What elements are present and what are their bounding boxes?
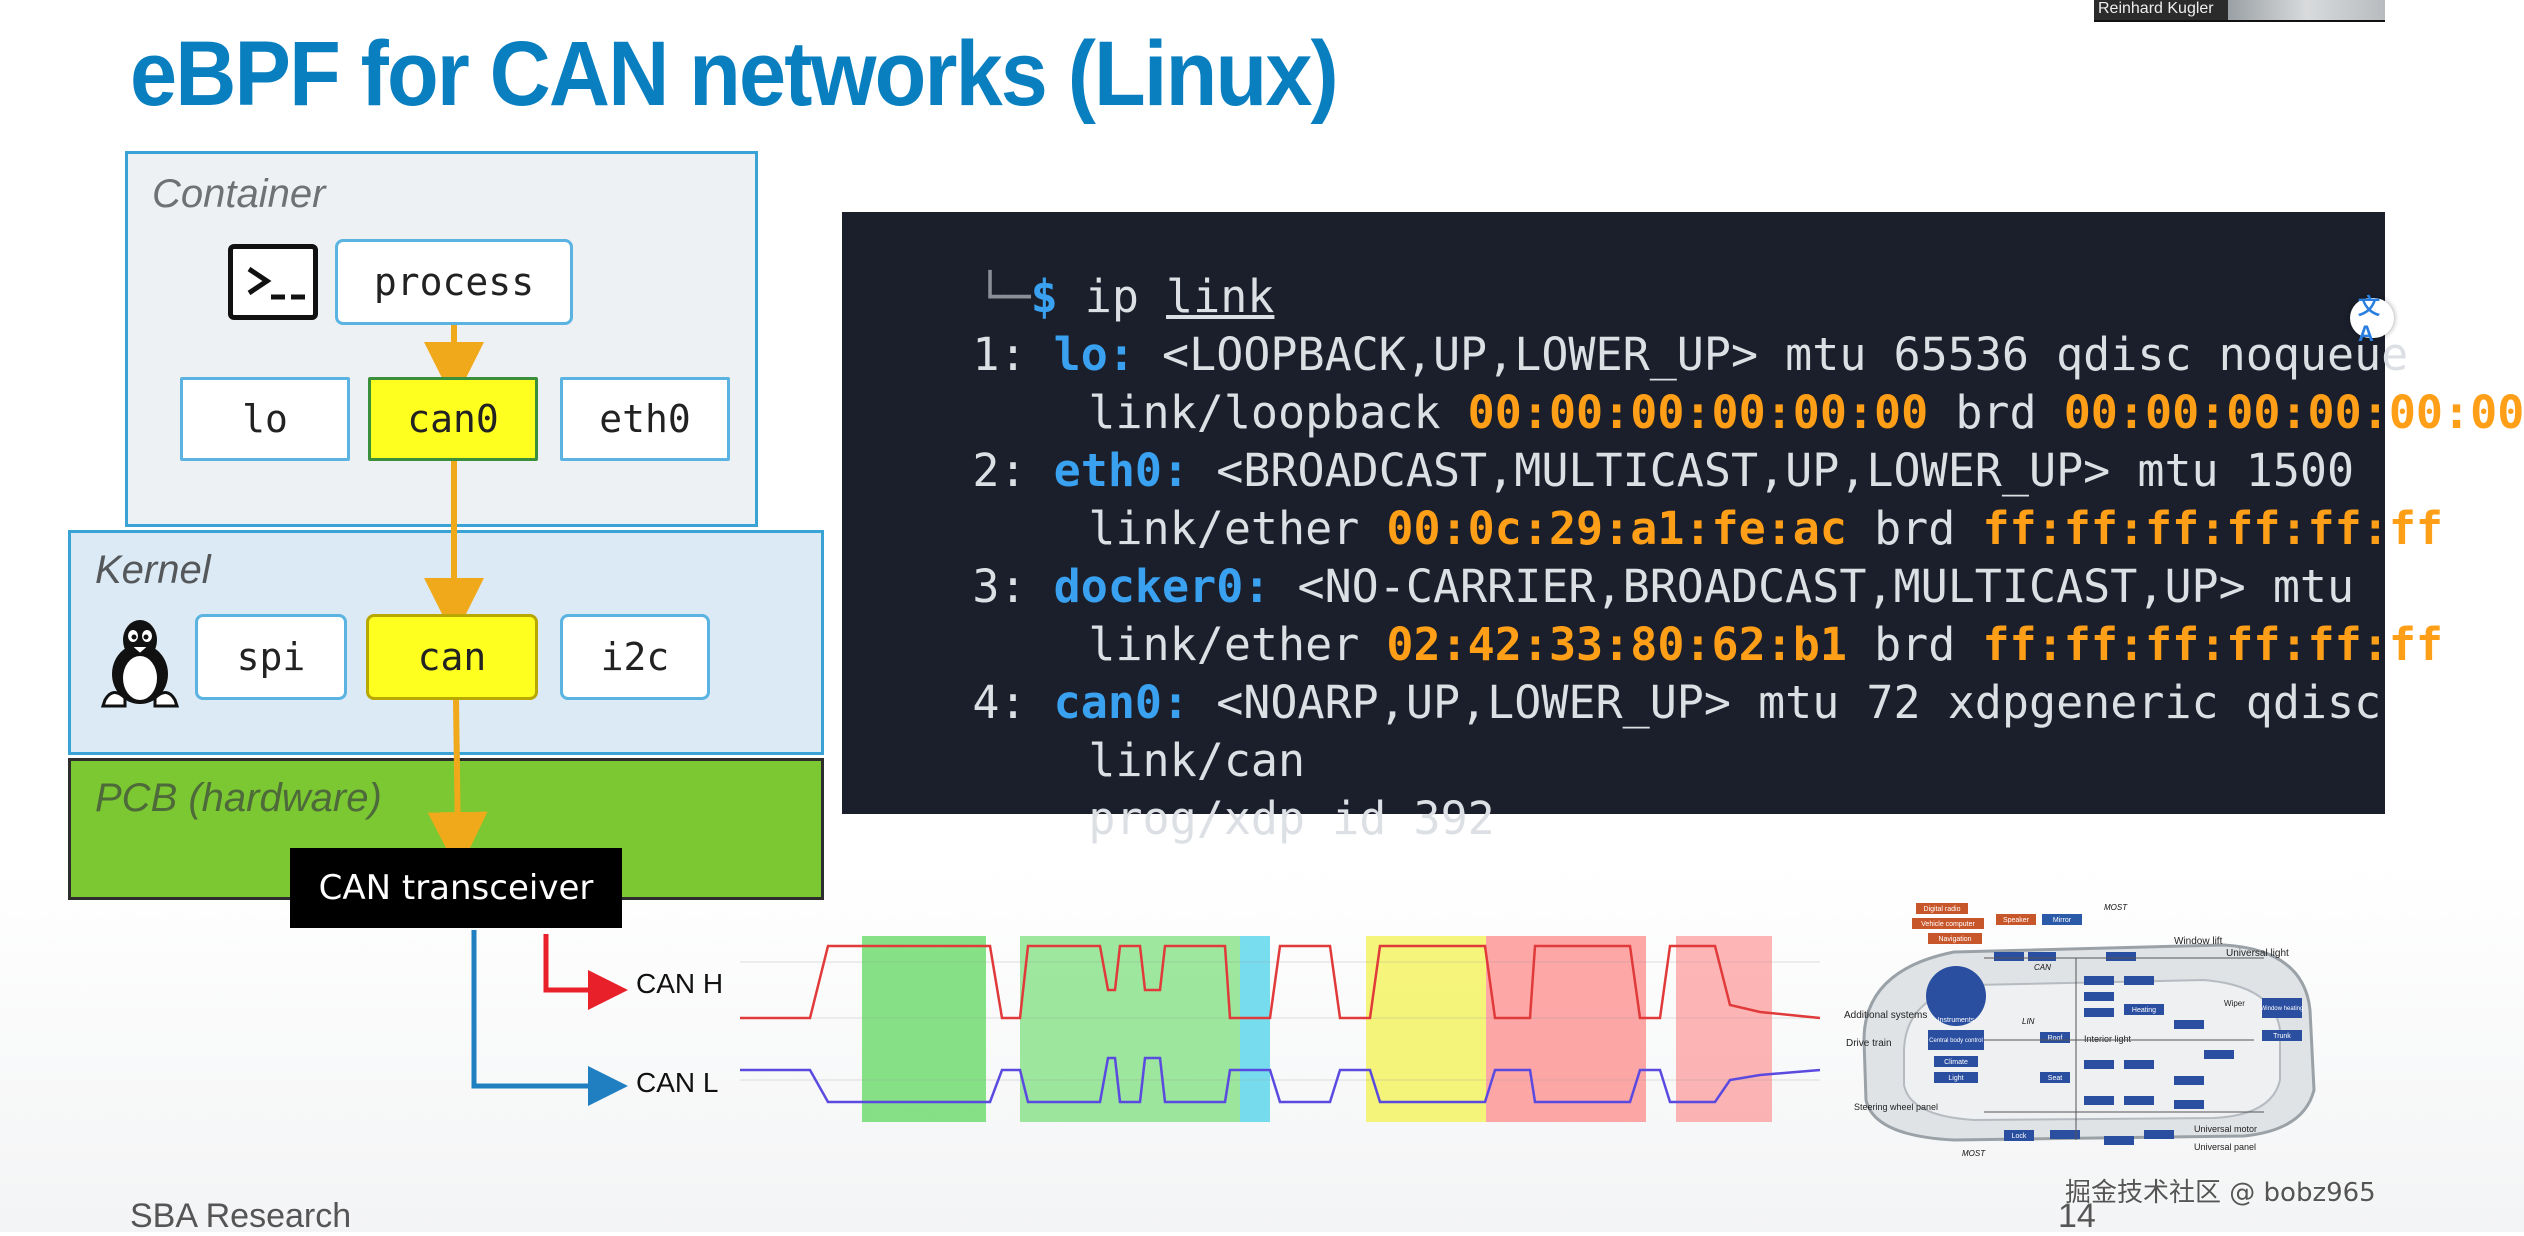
car-label-lock: Lock <box>2012 1133 2027 1140</box>
container-layer <box>125 151 758 527</box>
terminal-output: └─$ ip link 1: lo: <LOOPBACK,UP,LOWER_UP… <box>842 212 2524 845</box>
entry-index: 2: <box>972 444 1027 497</box>
eth0-interface-node: eth0 <box>560 377 730 461</box>
iface-name: eth0: <box>1053 444 1190 497</box>
kernel-label: Kernel <box>95 548 211 592</box>
car-label-trunk: Trunk <box>2273 1033 2291 1040</box>
container-label: Container <box>152 172 326 216</box>
can-l-label: CAN L <box>636 1067 719 1098</box>
car-label-drive-train: Drive train <box>1846 1038 1892 1049</box>
slide-title: eBPF for CAN networks (Linux) <box>130 23 1339 125</box>
terminal-icon <box>228 244 318 320</box>
car-network-diagram: Digital radio Vehicle computer Navigatio… <box>1844 903 2316 1158</box>
car-label-navigation: Navigation <box>1938 936 1971 943</box>
car-label-window-lift: Window lift <box>2174 936 2223 947</box>
can-bus-wires <box>471 930 628 1106</box>
terminal-entry-2-link: link/ether 00:0c:29:a1:fe:ac brd ff:ff:f… <box>980 448 2443 610</box>
car-label-interior-light: Interior light <box>2084 1034 2132 1044</box>
terminal-entry-4-prog: prog/xdp id 392 <box>980 738 1495 900</box>
terminal-entry-1: 1: lo: <LOOPBACK,UP,LOWER_UP> mtu 65536 … <box>864 274 2408 436</box>
terminal-entry-1-link: link/loopback 00:00:00:00:00:00 brd 00:0… <box>980 332 2524 494</box>
link-addr: 00:0c:29:a1:fe:ac <box>1386 502 1847 555</box>
brd-addr: 00:00:00:00:00:00 <box>2063 386 2524 439</box>
car-label-seat: Seat <box>2048 1075 2062 1082</box>
car-label-roof: Roof <box>2048 1035 2063 1042</box>
iface-flags: <BROADCAST,MULTICAST,UP,LOWER_UP> mtu 15… <box>1216 444 2355 497</box>
linux-tux-icon <box>100 620 180 708</box>
lo-interface-node: lo <box>180 377 350 461</box>
car-label-wiper: Wiper <box>2224 999 2245 1008</box>
can-transceiver: CAN transceiver <box>290 848 622 928</box>
command-arg: link <box>1166 270 1275 323</box>
entry-index: 1: <box>972 328 1027 381</box>
brd-addr: ff:ff:ff:ff:ff:ff <box>1982 618 2444 671</box>
translate-icon[interactable]: 文A <box>2350 294 2394 346</box>
car-label-speaker: Speaker <box>2003 917 2030 924</box>
command-name: ip <box>1084 270 1139 323</box>
iface-name: can0: <box>1053 676 1190 729</box>
car-label-lin: LIN <box>2022 1017 2035 1026</box>
car-label-window-heating: Window heating <box>2261 1006 2304 1012</box>
terminal-prompt-line: └─$ ip link <box>976 270 1275 323</box>
entry-index: 3: <box>972 560 1027 613</box>
link-type: link/ether <box>1088 618 1360 671</box>
link-addr: 02:42:33:80:62:b1 <box>1386 618 1847 671</box>
process-node: process <box>335 239 573 325</box>
car-label-most-top: MOST <box>2104 903 2128 912</box>
speaker-video-feed <box>2228 0 2385 20</box>
spi-node: spi <box>195 614 347 700</box>
iface-name: lo: <box>1053 328 1135 381</box>
terminal-entry-2: 2: eth0: <BROADCAST,MULTICAST,UP,LOWER_U… <box>864 390 2354 552</box>
car-label-climate: Climate <box>1944 1059 1968 1066</box>
car-label-instruments: Instruments <box>1938 1017 1975 1024</box>
car-label-universal-light: Universal light <box>2226 948 2289 959</box>
prompt-symbol: $ <box>1030 270 1058 323</box>
can-h-label: CAN H <box>636 968 724 999</box>
can0-interface-node: can0 <box>368 377 538 461</box>
terminal-entry-3: 3: docker0: <NO-CARRIER,BROADCAST,MULTIC… <box>864 506 2354 668</box>
terminal-entry-4-link: link/can <box>980 680 1305 842</box>
terminal-entry-3-link: link/ether 02:42:33:80:62:b1 brd ff:ff:f… <box>980 564 2443 726</box>
link-type: link/ether <box>1088 502 1360 555</box>
car-label-universal-motor: Universal motor <box>2194 1124 2257 1134</box>
link-addr: 00:00:00:00:00:00 <box>1467 386 1929 439</box>
brd-label: brd <box>1955 386 2037 439</box>
brd-label: brd <box>1874 502 1956 555</box>
car-label-central-body-control: Central body control <box>1929 1038 1983 1044</box>
can-bus-waveform <box>740 936 1821 1122</box>
car-label-digital-radio: Digital radio <box>1924 906 1961 913</box>
pcb-label: PCB (hardware) <box>95 776 382 820</box>
car-label-vehicle-computer: Vehicle computer <box>1921 921 1975 928</box>
car-label-can: CAN <box>2034 963 2051 972</box>
car-label-additional-systems: Additional systems <box>1844 1010 1927 1021</box>
car-label-mirror: Mirror <box>2053 917 2072 924</box>
iface-flags: <LOOPBACK,UP,LOWER_UP> mtu 65536 qdisc n… <box>1162 328 2409 381</box>
car-label-steering-wheel-panel: Steering wheel panel <box>1854 1102 1938 1112</box>
car-label-heating: Heating <box>2132 1007 2156 1014</box>
speaker-name: Reinhard Kugler <box>2098 0 2214 17</box>
link-type: link/loopback <box>1088 386 1441 439</box>
can-kernel-node: can <box>366 614 538 700</box>
iface-flags: <NO-CARRIER,BROADCAST,MULTICAST,UP> mtu <box>1297 560 2355 613</box>
entry-index: 4: <box>972 676 1027 729</box>
i2c-node: i2c <box>560 614 710 700</box>
car-label-most-bottom: MOST <box>1962 1149 1986 1158</box>
iface-name: docker0: <box>1053 560 1271 613</box>
watermark: 掘金技术社区 @ bobz965 <box>2065 1178 2376 1208</box>
terminal-entry-4: 4: can0: <NOARP,UP,LOWER_UP> mtu 72 xdpg… <box>864 622 2381 784</box>
data-path-arrow <box>424 325 488 872</box>
page-number: 14 <box>2058 1197 2096 1235</box>
xdp-prog: prog/xdp id 392 <box>1088 792 1495 845</box>
link-type: link/can <box>1088 734 1306 787</box>
car-label-light: Light <box>1948 1075 1963 1082</box>
car-label-universal-panel: Universal panel <box>2194 1142 2256 1152</box>
footer-organization: SBA Research <box>130 1197 352 1235</box>
brd-label: brd <box>1874 618 1956 671</box>
brd-addr: ff:ff:ff:ff:ff:ff <box>1982 502 2444 555</box>
iface-flags: <NOARP,UP,LOWER_UP> mtu 72 xdpgeneric qd… <box>1216 676 2382 729</box>
